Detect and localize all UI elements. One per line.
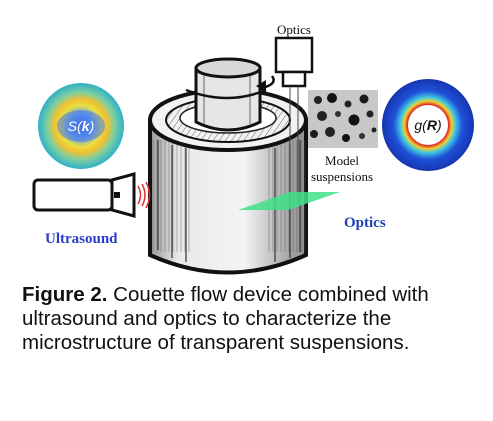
model-label: Model [325, 153, 359, 168]
ultrasound-transducer [32, 172, 151, 218]
light-sheet [238, 192, 340, 210]
pair-correlation-map: g(R) [382, 79, 474, 171]
suspension-micrograph [308, 90, 378, 148]
figure-label: Figure 2. [22, 283, 108, 306]
suspensions-label: suspensions [311, 169, 373, 184]
structure-factor-s: S( [68, 118, 83, 134]
svg-text:S(k): S(k) [68, 118, 94, 134]
optics-right-label: Optics [344, 215, 386, 231]
couette-device-figure: Optics Ultrasound S(k) Model su [32, 22, 474, 275]
svg-text:g(R): g(R) [414, 117, 441, 133]
inner-cylinder [185, 57, 267, 132]
rotation-arrowhead-icon [256, 80, 266, 93]
camera-module [274, 36, 314, 205]
pair-correlation-g: g( [414, 117, 428, 133]
figure-caption: Figure 2. Couette flow device combined w… [22, 283, 484, 355]
structure-factor-k: k [82, 118, 91, 134]
pair-correlation-r: R [427, 117, 438, 133]
pair-correlation-close: ) [435, 117, 442, 133]
structure-factor-close: ) [88, 118, 95, 134]
ultrasound-label: Ultrasound [45, 231, 118, 247]
caption-text: Couette flow device combined with ultras… [22, 283, 429, 354]
optics-top-label: Optics [277, 22, 311, 37]
structure-factor-map: S(k) [38, 83, 124, 169]
